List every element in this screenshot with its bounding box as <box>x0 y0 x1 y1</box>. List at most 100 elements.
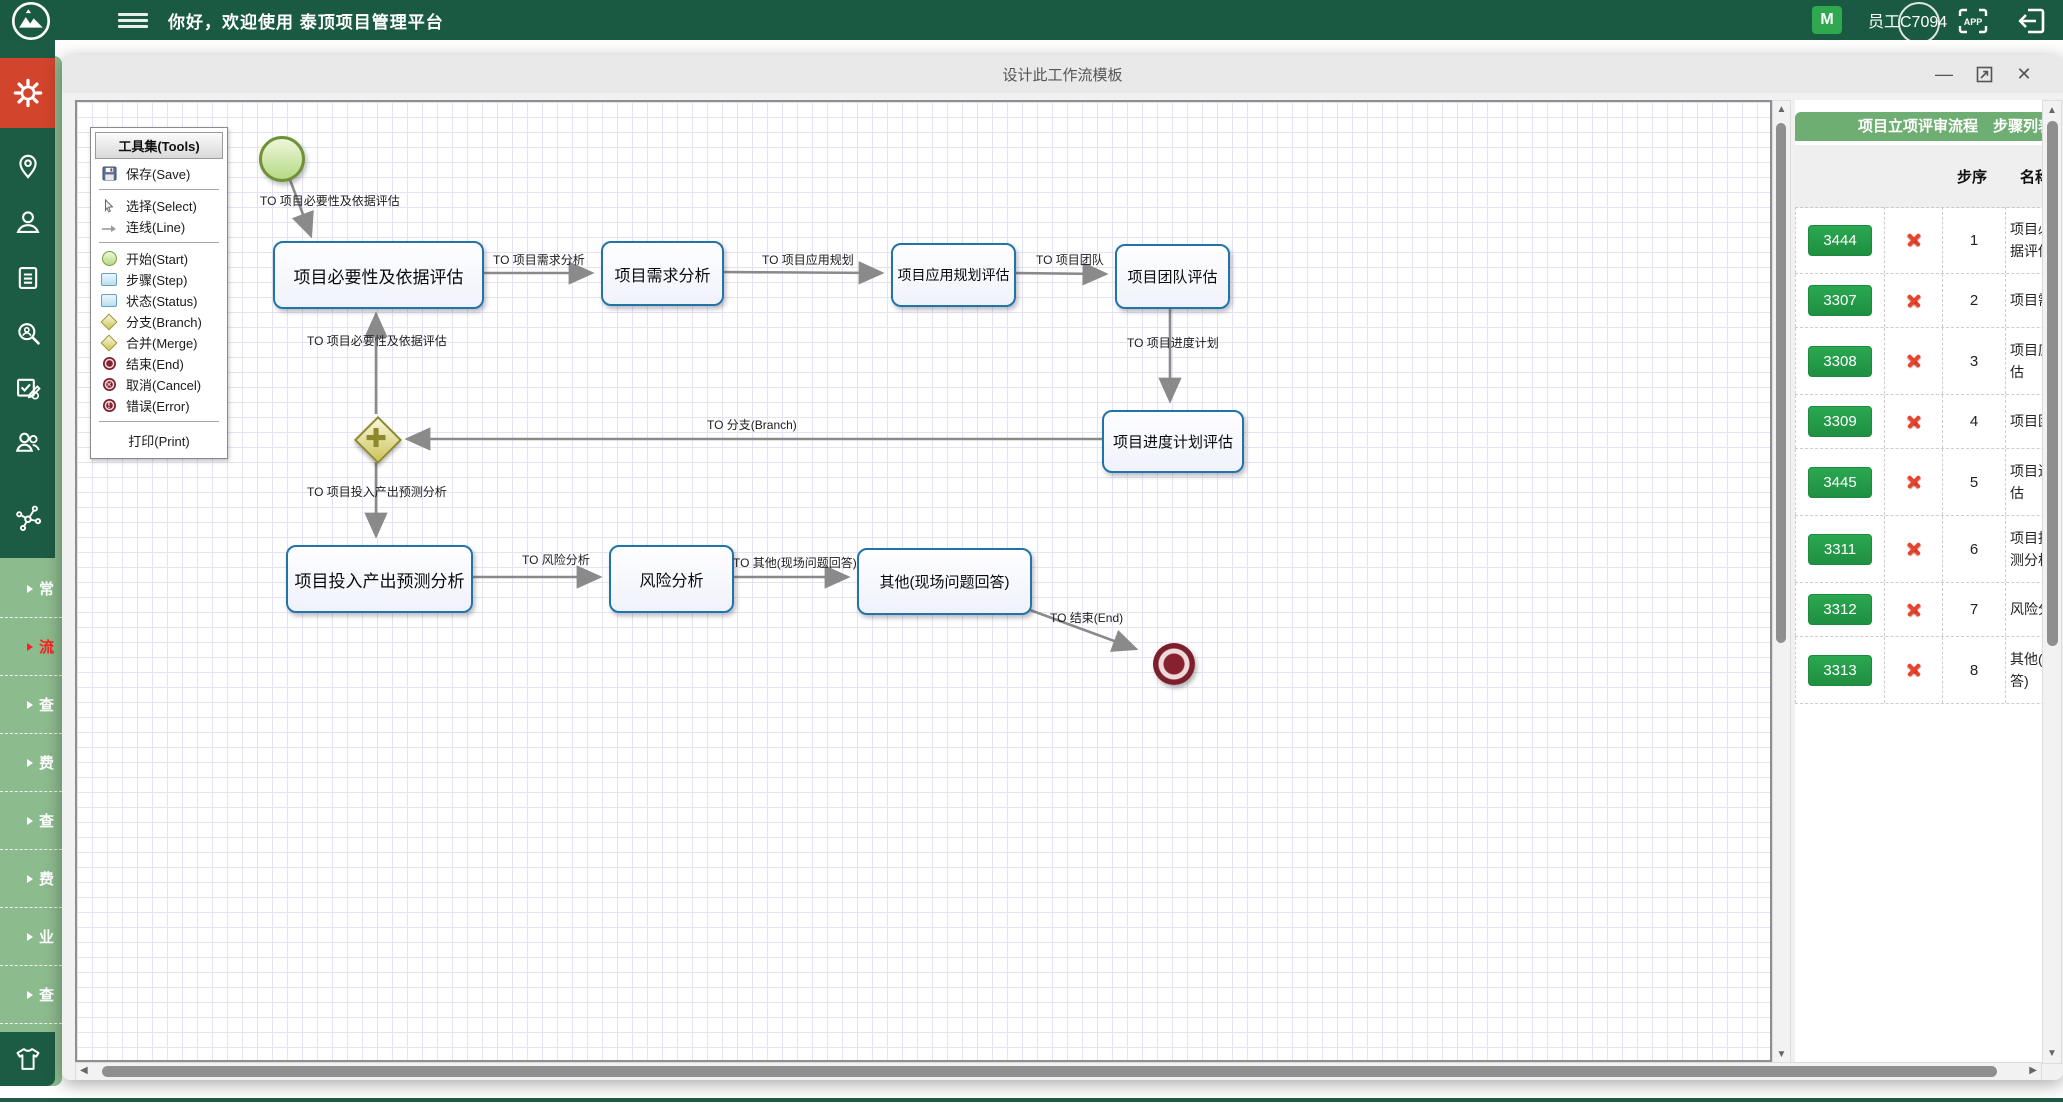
scroll-up-icon[interactable]: ▲ <box>1776 104 1787 115</box>
step-seq: 4 <box>1943 395 2006 448</box>
step-name: 项目应用规划评估 <box>2006 328 2042 394</box>
tool-print[interactable]: 打印(Print) <box>128 434 190 449</box>
step-node[interactable]: 项目进度计划评估 <box>1102 410 1244 473</box>
maximize-icon[interactable] <box>1973 63 1995 85</box>
end-icon <box>102 357 116 370</box>
tool-line[interactable]: 连线(Line) <box>91 216 227 237</box>
step-id-button[interactable]: 3444 <box>1808 224 1872 256</box>
welcome-text: 你好，欢迎使用 泰顶项目管理平台 <box>168 12 444 32</box>
step-name: 项目需求分析 <box>2006 274 2042 327</box>
scroll-down-icon[interactable]: ▼ <box>2047 1048 2057 1059</box>
tool-save[interactable]: 保存(Save) <box>91 163 227 184</box>
sidebar-menu-item[interactable]: 费 <box>0 734 62 792</box>
sidebar-item-workflow[interactable] <box>0 498 55 538</box>
sidebar-menu-item[interactable]: 查 <box>0 792 62 850</box>
tool-select[interactable]: 选择(Select) <box>91 195 227 216</box>
branch-icon <box>100 313 118 330</box>
canvas-horizontal-scrollbar[interactable]: ◀ ▶ <box>75 1062 2042 1080</box>
app-logo[interactable] <box>8 0 54 44</box>
scrollbar-thumb[interactable] <box>2046 121 2058 646</box>
step-id-button[interactable]: 3308 <box>1808 345 1872 377</box>
branch-node[interactable]: ✚ <box>353 415 403 465</box>
step-name: 项目必要性及依据评估 <box>2006 207 2042 273</box>
step-node[interactable]: 其他(现场问题回答) <box>857 548 1032 615</box>
sidebar-item-user-search[interactable] <box>0 314 55 354</box>
scroll-up-icon[interactable]: ▲ <box>2047 105 2057 116</box>
step-id-button[interactable]: 3312 <box>1808 594 1872 625</box>
chevron-right-icon <box>27 990 33 999</box>
canvas-vertical-scrollbar[interactable]: ▲ ▼ <box>1772 100 1791 1064</box>
sidebar-item-locations[interactable] <box>0 146 55 186</box>
tshirt-icon[interactable] <box>14 1045 42 1073</box>
sidebar-menu-item[interactable]: 查 <box>0 966 62 1024</box>
app-qr-icon[interactable]: APP <box>1956 6 1990 36</box>
delete-icon[interactable] <box>1906 414 1922 430</box>
step-node[interactable]: 项目必要性及依据评估 <box>273 241 484 309</box>
sidebar-item-task-review[interactable] <box>0 368 55 408</box>
tool-merge[interactable]: 合并(Merge) <box>91 332 227 353</box>
sidebar-item-settings-active[interactable] <box>0 58 55 128</box>
sidebar-menu-item[interactable]: 业 <box>0 908 62 966</box>
step-name: 项目团队评估 <box>2006 395 2042 448</box>
chevron-right-icon <box>27 700 33 709</box>
dialog-titlebar[interactable]: 设计此工作流模板 <box>62 55 2063 93</box>
scroll-right-icon[interactable]: ▶ <box>2029 1065 2037 1076</box>
menu-icon[interactable] <box>118 10 148 30</box>
workflow-designer-dialog: 设计此工作流模板 — ✕ <box>62 55 2063 1080</box>
mode-badge[interactable]: M <box>1812 6 1842 34</box>
tools-palette: 工具集(Tools) 保存(Save) 选择(Select) 连线(Line) <box>90 127 228 459</box>
tool-start[interactable]: 开始(Start) <box>91 248 227 269</box>
sidebar-item-team[interactable] <box>0 422 55 462</box>
avatar-ring-icon <box>1898 2 1940 44</box>
scrollbar-thumb[interactable] <box>1776 123 1786 643</box>
tool-branch[interactable]: 分支(Branch) <box>91 311 227 332</box>
tool-status[interactable]: 状态(Status) <box>91 290 227 311</box>
step-id-button[interactable]: 3307 <box>1808 285 1872 316</box>
sidebar-item-profile[interactable] <box>0 202 55 242</box>
scroll-left-icon[interactable]: ◀ <box>80 1065 88 1076</box>
end-node[interactable] <box>1153 643 1195 685</box>
delete-icon[interactable] <box>1906 541 1922 557</box>
save-floppy-icon <box>101 166 117 182</box>
delete-icon[interactable] <box>1906 293 1922 309</box>
step-node[interactable]: 风险分析 <box>609 545 734 613</box>
edge-label: TO 项目需求分析 <box>493 253 585 267</box>
delete-icon[interactable] <box>1906 662 1922 678</box>
status-icon <box>101 294 117 307</box>
tool-cancel[interactable]: 取消(Cancel) <box>91 374 227 395</box>
delete-icon[interactable] <box>1906 474 1922 490</box>
tool-step[interactable]: 步骤(Step) <box>91 269 227 290</box>
step-id-button[interactable]: 3309 <box>1808 406 1872 437</box>
tool-error[interactable]: 错误(Error) <box>91 395 227 416</box>
workflow-canvas[interactable]: 项目必要性及依据评估 项目需求分析 项目应用规划评估 项目团队评估 项目进度计划… <box>75 100 1772 1062</box>
delete-icon[interactable] <box>1906 232 1922 248</box>
minimize-icon[interactable]: — <box>1935 63 1953 84</box>
step-node[interactable]: 项目需求分析 <box>601 241 724 306</box>
page-bottom-border <box>0 1098 2063 1102</box>
step-id-button[interactable]: 3445 <box>1808 466 1872 498</box>
delete-icon[interactable] <box>1906 602 1922 618</box>
step-node[interactable]: 项目投入产出预测分析 <box>286 545 473 613</box>
sidebar-item-documents[interactable] <box>0 258 55 298</box>
palette-header[interactable]: 工具集(Tools) <box>95 132 223 159</box>
sidebar-menu-item-active[interactable]: 流 <box>0 618 62 676</box>
step-node[interactable]: 项目应用规划评估 <box>891 243 1016 307</box>
sidebar-menu-item[interactable]: 查 <box>0 676 62 734</box>
start-node[interactable] <box>259 136 305 182</box>
close-icon[interactable]: ✕ <box>2016 63 2032 84</box>
sidebar-menu-item[interactable]: 常 <box>0 560 62 618</box>
scroll-down-icon[interactable]: ▼ <box>1776 1049 1787 1060</box>
tool-end[interactable]: 结束(End) <box>91 353 227 374</box>
edge-label: TO 分支(Branch) <box>707 418 797 432</box>
step-node[interactable]: 项目团队评估 <box>1115 244 1230 309</box>
scrollbar-thumb[interactable] <box>102 1066 1997 1077</box>
document-icon <box>18 267 37 289</box>
panel-vertical-scrollbar[interactable]: ▲ ▼ <box>2042 100 2062 1064</box>
logout-icon[interactable] <box>2016 6 2048 36</box>
table-row: 3311 6 项目投入产出预测分析 <box>1795 516 2042 583</box>
sidebar-menu-item[interactable]: 费 <box>0 850 62 908</box>
delete-icon[interactable] <box>1906 353 1922 369</box>
step-id-button[interactable]: 3313 <box>1808 654 1872 686</box>
step-id-button[interactable]: 3311 <box>1808 533 1872 565</box>
